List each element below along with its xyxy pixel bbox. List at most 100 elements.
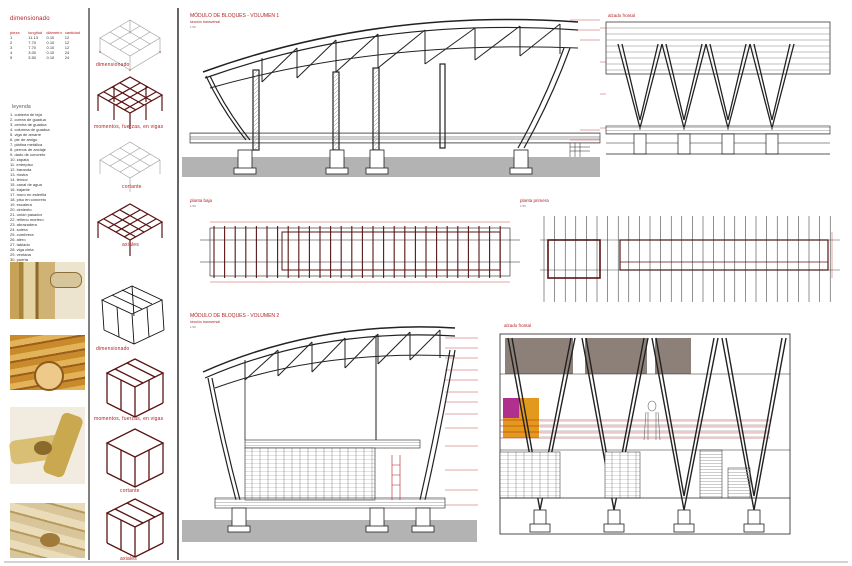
- table-cell: 3: [10, 45, 13, 50]
- legend-item: 28. viga cinta: [10, 247, 34, 252]
- section-1-drawing: MÓDULO DE BLOQUES - VOLUMEN 1 sección tr…: [182, 12, 601, 177]
- axo-label-7: cortante: [120, 488, 140, 494]
- legend-item: 9. dado de concreto: [10, 152, 46, 157]
- legend-item: 4. columna de guadua: [10, 127, 50, 132]
- plan-1-scale: 1:50: [190, 204, 196, 208]
- table-cell: 12: [64, 45, 70, 50]
- table-cell: 7.70: [28, 40, 37, 45]
- table-cell: 1: [10, 35, 13, 40]
- bamboo-photo-2: [10, 335, 85, 391]
- legend-item: 13. riostra: [10, 172, 28, 177]
- plan-2-scale: 1:50: [520, 204, 526, 208]
- table-cell: 24: [64, 55, 70, 60]
- axonometric-3: [99, 141, 161, 192]
- table-row: 2 7.70 0.10 12: [10, 40, 80, 45]
- legend-item: 29. ventana: [10, 252, 31, 257]
- legend-item: 19. escalera: [10, 202, 32, 207]
- legend-item: 17. muro en esterilla: [10, 192, 47, 197]
- legend-item: 6. pie de amigo: [10, 137, 38, 142]
- elevation-1-drawing: alzado frontal: [600, 13, 831, 155]
- legend-item: 23. abrazadera: [10, 222, 37, 227]
- legend-title: leyenda: [12, 104, 31, 110]
- axonometric-6: [105, 358, 165, 418]
- legend-item: 12. baranda: [10, 167, 32, 172]
- legend-item: 26. alero: [10, 237, 26, 242]
- elevation-2-drawing: alzado frontal: [499, 323, 791, 535]
- table-cell: 12: [64, 35, 70, 40]
- axonometric-2: [96, 76, 164, 129]
- table-header-cell: pieza: [10, 30, 20, 35]
- legend-item: 8. pernos de anclaje: [10, 147, 47, 152]
- ground-fill-2: [182, 520, 477, 542]
- axonometric-5: [100, 285, 165, 345]
- legend-item: 14. tensor: [10, 177, 28, 182]
- table-cell: 3.50: [28, 55, 37, 60]
- table-cell: 2: [10, 40, 13, 45]
- table-cell: 4: [10, 50, 13, 55]
- axonometric-8: [105, 498, 165, 558]
- legend-item: 2. correa de guadua: [10, 117, 46, 122]
- legend-item: 18. piso en concreto: [10, 197, 47, 202]
- axo-label-4: axiales: [122, 242, 139, 248]
- legend-item: 25. cumbrera: [10, 232, 34, 237]
- axo-label-5: dimensionado: [96, 346, 130, 352]
- bamboo-photo-1: [10, 262, 85, 319]
- elevation-1-title: alzado frontal: [608, 13, 635, 18]
- legend-item: 22. relleno mortero: [10, 217, 44, 222]
- legend-item: 1. cubierta de teja: [10, 112, 42, 117]
- bamboo-photo-3: [8, 407, 85, 484]
- legend-item: 10. zapata: [10, 157, 29, 162]
- axo-label-3: cortante: [122, 184, 142, 190]
- section-2-subtitle: sección transversal: [190, 320, 220, 324]
- elevation-2-title: alzado frontal: [504, 323, 531, 328]
- table-cell: 0.10: [46, 50, 55, 55]
- table-row: 5 3.50 0.10 24: [10, 55, 80, 60]
- plan-2-title: planta primera: [520, 198, 549, 203]
- legend-item: 15. canal de agua: [10, 182, 42, 187]
- table-cell: 3.00: [28, 50, 37, 55]
- table-cell: 7.70: [28, 45, 37, 50]
- section-2-title: MÓDULO DE BLOQUES - VOLUMEN 2: [190, 312, 279, 319]
- plan-1-drawing: planta baja 1:50: [190, 198, 520, 283]
- axonometric-1: [98, 19, 162, 72]
- legend-item: 16. bajante: [10, 187, 30, 192]
- dimension-table-title: dimensionado: [10, 16, 50, 22]
- section-1-subtitle: sección transversal: [190, 20, 220, 24]
- table-body: 1 11.13 0.10 12 2 7.70 0.10 12 3 7.70 0.10 12 4 3.00 0…: [10, 35, 80, 60]
- axonometric-7: [105, 428, 165, 488]
- plan-1-title: planta baja: [190, 198, 213, 203]
- legend-item: 5. viga de amarre: [10, 132, 42, 137]
- axonometric-labels: dimensionado momentos, fuerzas, en vigas…: [94, 62, 164, 562]
- table-header-cell: diámetro: [46, 30, 62, 35]
- ground-fill-1: [182, 157, 600, 177]
- table-cell: 0.10: [46, 40, 55, 45]
- section-1-title: MÓDULO DE BLOQUES - VOLUMEN 1: [190, 12, 279, 19]
- section-2-scale: 1:50: [190, 325, 196, 329]
- axo-label-2: momentos, fuerzas, en vigas: [94, 124, 164, 130]
- table-row: 1 11.13 0.10 12: [10, 35, 80, 40]
- legend-item: 11. entrepiso: [10, 162, 33, 167]
- axo-label-1: dimensionado: [96, 62, 130, 68]
- table-cell: 5: [10, 55, 13, 60]
- table-cell: 11.13: [28, 35, 38, 40]
- axo-label-8: axiales: [120, 556, 137, 562]
- table-header-cell: cantidad: [64, 30, 80, 35]
- legend-item: 3. cercha de guadua: [10, 122, 47, 127]
- table-cell: 12: [64, 40, 70, 45]
- section-1-scale: 1:50: [190, 25, 196, 29]
- legend-item: 27. tablado: [10, 242, 30, 247]
- table-cell: 0.10: [46, 55, 55, 60]
- section-2-drawing: MÓDULO DE BLOQUES - VOLUMEN 2 sección tr…: [182, 312, 478, 542]
- table-cell: 0.10: [46, 35, 55, 40]
- legend-item: 21. unión pasador: [10, 212, 43, 217]
- axo-label-6: momentos, fuerzas, en vigas: [94, 416, 164, 422]
- plan-2-drawing: planta primera 1:50: [520, 198, 840, 302]
- bamboo-photo-4: [10, 503, 85, 558]
- axonometric-4: [96, 203, 164, 256]
